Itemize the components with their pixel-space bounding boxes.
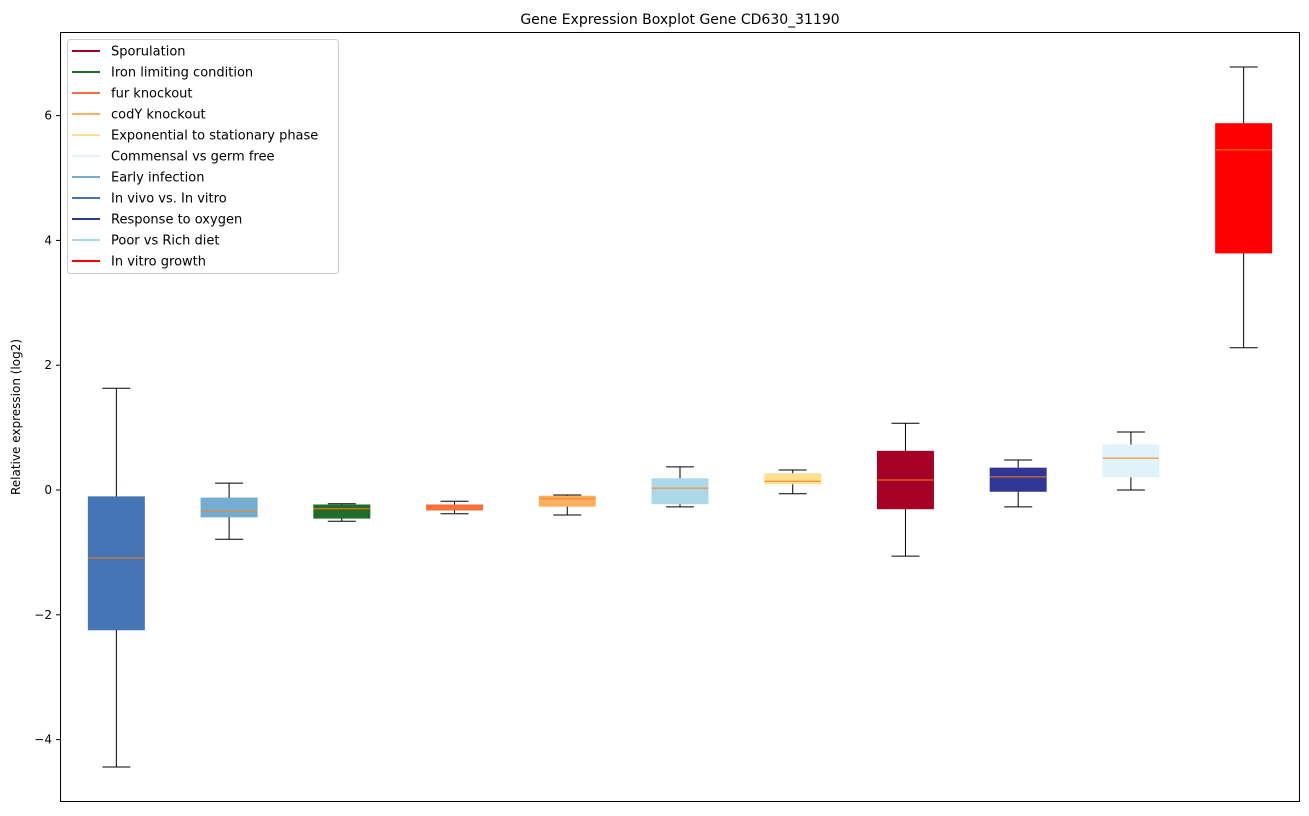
legend-label: Exponential to stationary phase bbox=[111, 129, 318, 144]
box-body bbox=[426, 504, 484, 511]
legend-frame bbox=[67, 39, 339, 274]
legend-label: codY knockout bbox=[111, 108, 206, 123]
y-axis: −4 −2 0 2 4 6 bbox=[34, 109, 60, 747]
box-body bbox=[1102, 444, 1160, 478]
box-body bbox=[538, 495, 596, 507]
legend-label: Early infection bbox=[111, 171, 204, 186]
y-tick-label: −2 bbox=[34, 608, 52, 622]
box-10 bbox=[1102, 431, 1160, 491]
legend-label: In vivo vs. In vitro bbox=[111, 192, 227, 207]
box-5 bbox=[538, 494, 596, 516]
legend-label: In vitro growth bbox=[111, 255, 206, 270]
box-8 bbox=[876, 422, 934, 557]
box-4 bbox=[426, 500, 484, 515]
box-11 bbox=[1215, 66, 1273, 349]
legend-label: Sporulation bbox=[111, 45, 186, 60]
y-tick-label: 0 bbox=[44, 483, 52, 497]
y-tick-label: −4 bbox=[34, 733, 52, 747]
box-body bbox=[313, 504, 371, 519]
box-9 bbox=[989, 459, 1047, 508]
legend-label: Commensal vs germ free bbox=[111, 150, 274, 165]
legend-label: Iron limiting condition bbox=[111, 66, 253, 81]
box-1 bbox=[87, 387, 145, 768]
box-body bbox=[989, 467, 1047, 492]
box-body bbox=[87, 496, 145, 631]
legend-label: fur knockout bbox=[111, 87, 193, 102]
plot-frame bbox=[60, 32, 1300, 802]
box-6 bbox=[651, 466, 709, 508]
box-3 bbox=[313, 503, 371, 522]
box-body bbox=[1215, 123, 1273, 254]
box-body bbox=[200, 497, 258, 518]
box-body bbox=[764, 473, 822, 485]
legend-label: Response to oxygen bbox=[111, 213, 242, 228]
y-tick-label: 2 bbox=[44, 358, 52, 372]
y-axis-label: Relative expression (log2) bbox=[9, 339, 23, 495]
y-tick-label: 6 bbox=[44, 109, 52, 123]
box-body bbox=[651, 478, 709, 505]
legend-label: Poor vs Rich diet bbox=[111, 234, 219, 249]
chart-title: Gene Expression Boxplot Gene CD630_31190 bbox=[520, 12, 839, 28]
box-2 bbox=[200, 482, 258, 540]
boxes-layer bbox=[87, 66, 1273, 768]
y-tick-label: 4 bbox=[44, 233, 52, 247]
box-7 bbox=[764, 469, 822, 495]
